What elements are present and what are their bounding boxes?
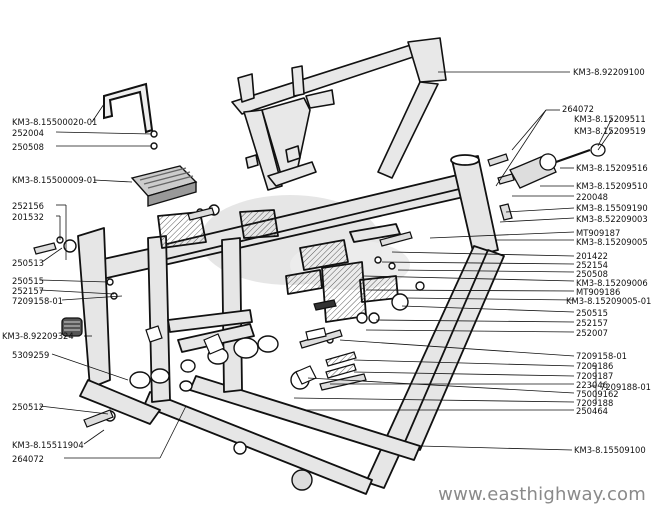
label-252157-right: 252157 — [576, 318, 608, 328]
label-250513: 250513 — [12, 258, 44, 268]
label-MT909187: MT909187 — [576, 228, 621, 238]
tabs — [145, 299, 357, 385]
battery-bracket — [103, 82, 154, 134]
label-7209158-01-right: 7209158-01 — [576, 351, 627, 361]
label-220048: 220048 — [576, 192, 608, 202]
label-252156: 252156 — [12, 201, 44, 211]
label-250512: 250512 — [12, 402, 44, 412]
loose-parts — [56, 130, 425, 491]
leader-lines — [39, 71, 613, 459]
label-252007: 252007 — [576, 328, 608, 338]
label-15509190: KM3-8.15509190 — [576, 203, 648, 213]
steering-lock — [499, 143, 606, 221]
label-bushing: KM3-8.92209324 — [2, 331, 74, 341]
label-15209519: KM3-8.15209519 — [574, 126, 646, 136]
label-250508-left: 250508 — [12, 142, 44, 152]
label-223046: 223046 — [576, 380, 608, 390]
watermark: www.easthighway.com — [438, 484, 646, 505]
label-250508-right: 250508 — [576, 269, 608, 279]
rear-subframe — [231, 37, 447, 191]
label-75009162: 75009162 — [576, 389, 619, 399]
label-264072-right: 264072 — [562, 104, 594, 114]
rubber-bushing — [61, 317, 83, 337]
label-52209003: KM3-8.52209003 — [576, 214, 648, 224]
label-264072-left: 264072 — [12, 454, 44, 464]
label-252157-left: 252157 — [12, 286, 44, 296]
label-250515-left: 250515 — [12, 276, 44, 286]
label-7209188: 7209188 — [576, 398, 614, 408]
label-bracket: KM3-8.15500020-01 — [12, 117, 98, 127]
label-250515-right: 250515 — [576, 308, 608, 318]
label-front-frame: KM3-8.15509100 — [574, 445, 646, 455]
label-15209005-01: KM3-8.15209005-01 — [566, 296, 652, 306]
label-top-subframe: KM3-8.92209100 — [573, 67, 645, 77]
label-201422: 201422 — [576, 251, 608, 261]
label-15209510: KM3-8.15209510 — [576, 181, 648, 191]
label-7209187: 7209187 — [576, 371, 614, 381]
label-7209158-left: 7209158-01 — [12, 296, 63, 306]
label-201532: 201532 — [12, 212, 44, 222]
label-7209188-01: 7209188-01 — [600, 382, 651, 392]
label-15209516: KM3-8.15209516 — [576, 163, 648, 173]
battery-pad — [130, 165, 198, 207]
label-15209511: KM3-8.15209511 — [574, 114, 646, 124]
label-15209005: KM3-8.15209005 — [576, 237, 648, 247]
label-15511904: KM3-8.15511904 — [12, 440, 84, 450]
label-5309259: 5309259 — [12, 350, 50, 360]
label-250464: 250464 — [576, 406, 608, 416]
label-battery-pad: KM3-8.15500009-01 — [12, 175, 98, 185]
bolts — [33, 153, 515, 428]
label-252004: 252004 — [12, 128, 44, 138]
label-MT909186: MT909186 — [576, 287, 621, 297]
label-7209186: 7209186 — [576, 361, 614, 371]
label-252154: 252154 — [576, 260, 608, 270]
label-15209006: KM3-8.15209006 — [576, 278, 648, 288]
